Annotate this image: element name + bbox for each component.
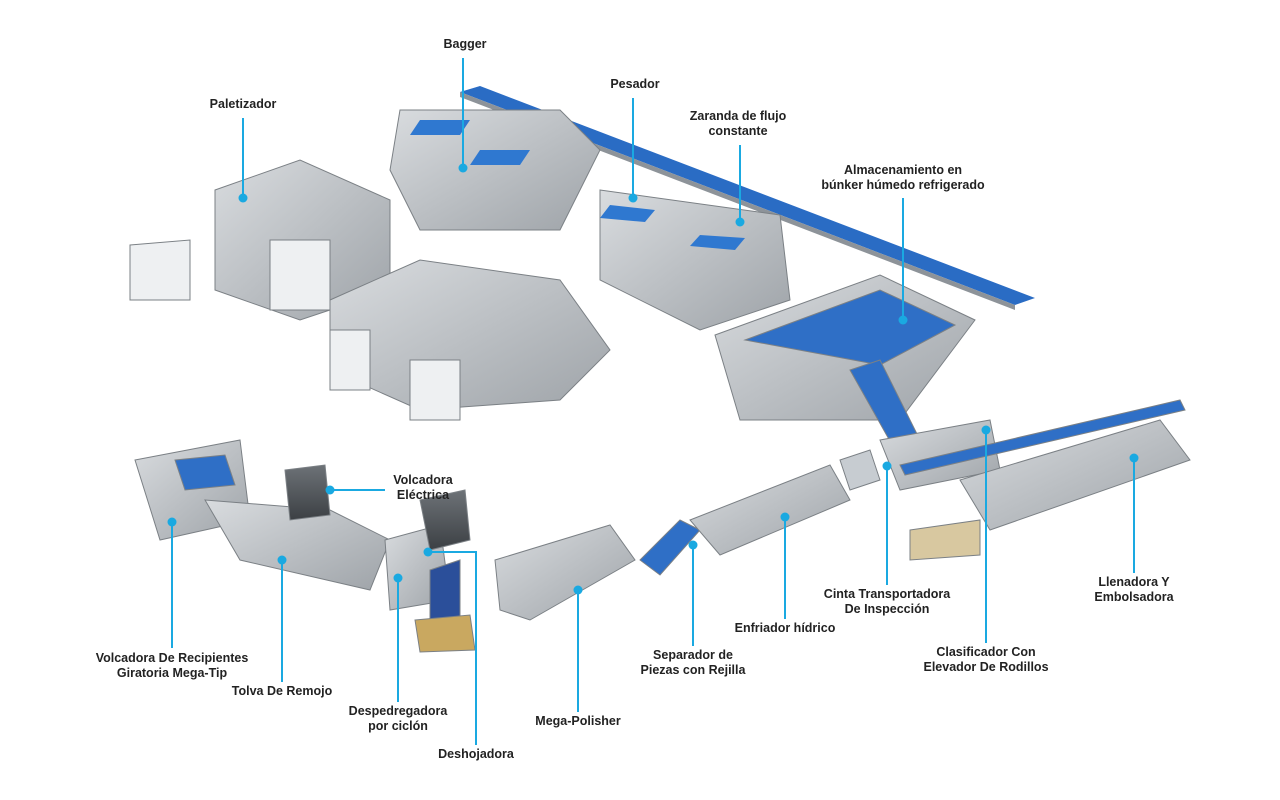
label-line: Separador de <box>653 648 733 662</box>
label-line: Cinta Transportadora <box>823 587 951 601</box>
label-line: Almacenamiento en <box>843 163 963 177</box>
label-line: Clasificador Con <box>936 645 1036 659</box>
label-pesador: Pesador <box>610 77 660 91</box>
label-line: Zaranda de flujo <box>689 109 787 123</box>
label-line: Llenadora Y <box>1098 575 1170 589</box>
label-line: Elevador De Rodillos <box>923 660 1049 674</box>
overhead-conveyor <box>460 86 1035 305</box>
label-line: Eléctrica <box>396 488 450 502</box>
label-line: De Inspección <box>844 602 930 616</box>
label-line: por ciclón <box>368 719 428 733</box>
label-line: Piezas con Rejilla <box>640 663 746 677</box>
label-line: Volcadora De Recipientes <box>95 651 249 665</box>
packing-line-lower <box>329 259 611 421</box>
label-line: Despedregadora <box>348 704 448 718</box>
label-line: constante <box>708 124 768 138</box>
label-line: búnker húmedo refrigerado <box>821 178 985 192</box>
sorter-and-fillers <box>879 399 1191 561</box>
label-mega-polisher: Mega-Polisher <box>535 714 621 728</box>
label-deshojadora: Deshojadora <box>438 747 514 761</box>
label-line: Giratoria Mega-Tip <box>116 666 228 680</box>
packing-line-upper <box>129 109 791 331</box>
callout-dots <box>167 163 1139 595</box>
weighers <box>410 120 745 250</box>
callout-lines <box>171 58 1135 745</box>
label-tolva: Tolva De Remojo <box>231 684 333 698</box>
label-bagger: Bagger <box>443 37 487 51</box>
label-paletizador: Paletizador <box>209 97 277 111</box>
label-line: Volcadora <box>393 473 453 487</box>
label-enfriador: Enfriador hídrico <box>734 621 836 635</box>
front-processing-line <box>134 439 881 653</box>
label-line: Embolsadora <box>1094 590 1174 604</box>
